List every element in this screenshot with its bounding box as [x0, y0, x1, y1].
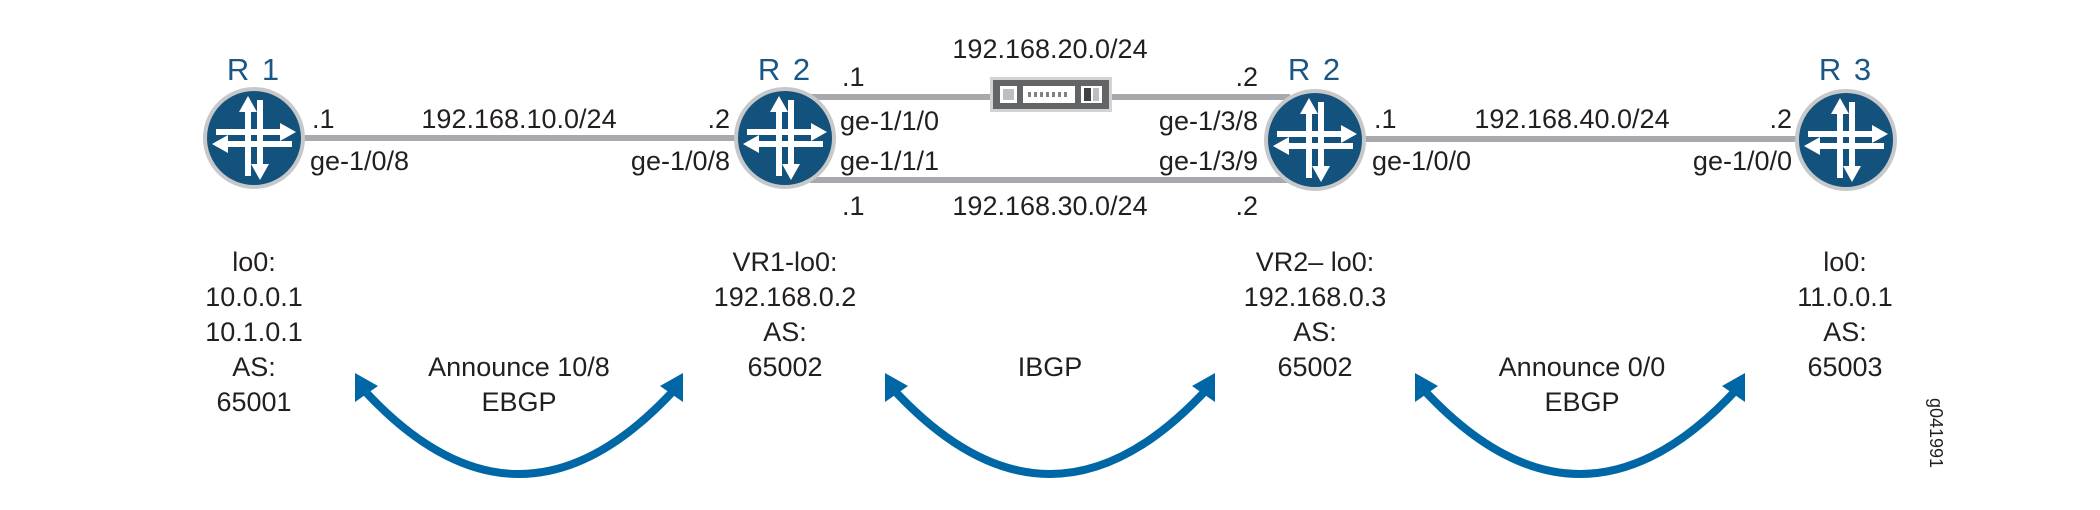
router-info-r2-vr1: VR1-lo0: 192.168.0.2 AS: 65002	[714, 247, 857, 382]
router-name-r2-vr1: R 2	[758, 52, 812, 87]
interface-label: ge-1/0/8	[310, 146, 409, 176]
session-label: Announce 10/8	[428, 352, 610, 382]
info-line: 192.168.0.2	[714, 282, 857, 312]
session-label: IBGP	[1018, 352, 1083, 382]
arrowhead-icon	[1415, 373, 1438, 402]
info-line: 65002	[747, 352, 822, 382]
router-r2-vr1-icon[interactable]	[734, 87, 836, 189]
info-line: 65001	[216, 387, 291, 417]
router-r2-vr2-icon[interactable]	[1264, 89, 1366, 191]
arrowhead-icon	[885, 373, 908, 402]
host-label: .2	[1769, 104, 1792, 134]
subnet-label: 192.168.40.0/24	[1474, 104, 1669, 134]
session-label: EBGP	[1544, 387, 1619, 417]
arrowhead-icon	[1722, 373, 1745, 402]
router-name-r1: R 1	[227, 52, 281, 87]
session-label: EBGP	[481, 387, 556, 417]
subnet-label: 192.168.10.0/24	[421, 104, 616, 134]
arrowhead-icon	[1192, 373, 1215, 402]
interface-label: ge-1/3/9	[1159, 146, 1258, 176]
info-line: 192.168.0.3	[1244, 282, 1387, 312]
interface-label: ge-1/0/0	[1372, 146, 1471, 176]
host-label: .1	[1374, 104, 1397, 134]
router-name-r2-vr2: R 2	[1288, 52, 1342, 87]
info-line: lo0:	[232, 247, 276, 277]
interface-label: ge-1/1/0	[840, 106, 939, 136]
arrowhead-icon	[660, 373, 683, 402]
session-arc-ebgp-right	[1419, 385, 1741, 478]
info-line: 10.0.0.1	[205, 282, 303, 312]
session-arc-ibgp	[889, 385, 1211, 478]
host-label: .1	[312, 104, 335, 134]
subnet-label: 192.168.30.0/24	[952, 191, 1147, 221]
router-info-r2-vr2: VR2– lo0: 192.168.0.3 AS: 65002	[1244, 247, 1387, 382]
host-label: .2	[1235, 191, 1258, 221]
info-line: AS:	[232, 352, 276, 382]
info-line: lo0:	[1823, 247, 1867, 277]
info-line: 11.0.0.1	[1797, 282, 1893, 312]
interface-label: ge-1/3/8	[1159, 106, 1258, 136]
info-line: AS:	[1823, 317, 1867, 347]
router-name-r3: R 3	[1819, 52, 1873, 87]
subnet-label: 192.168.20.0/24	[952, 34, 1147, 64]
figure-id: g041991	[1926, 398, 1946, 468]
host-label: .1	[842, 191, 865, 221]
info-line: 65002	[1277, 352, 1352, 382]
info-line: VR2– lo0:	[1256, 247, 1375, 277]
interface-label: ge-1/1/1	[840, 146, 939, 176]
arrowhead-icon	[355, 373, 378, 402]
switch-icon	[990, 77, 1112, 112]
router-r1-icon[interactable]	[203, 87, 305, 189]
info-line: 65003	[1807, 352, 1882, 382]
interface-label: ge-1/0/8	[631, 146, 730, 176]
host-label: .2	[1235, 62, 1258, 92]
info-line: VR1-lo0:	[732, 247, 837, 277]
router-info-r3: lo0: 11.0.0.1 AS: 65003	[1797, 247, 1893, 382]
info-line: AS:	[763, 317, 807, 347]
info-line: 10.1.0.1	[205, 317, 303, 347]
router-info-r1: lo0: 10.0.0.1 10.1.0.1 AS: 65001	[205, 247, 303, 417]
links	[300, 94, 1800, 183]
router-r3-icon[interactable]	[1795, 89, 1897, 191]
host-label: .2	[707, 104, 730, 134]
session-arc-ebgp-left	[359, 385, 679, 478]
host-label: .1	[842, 62, 865, 92]
interface-label: ge-1/0/0	[1693, 146, 1792, 176]
session-label: Announce 0/0	[1499, 352, 1666, 382]
info-line: AS:	[1293, 317, 1337, 347]
